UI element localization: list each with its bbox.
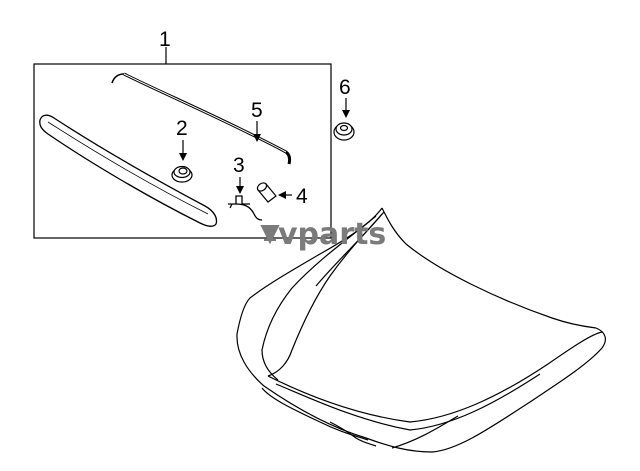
bushing-part	[256, 182, 277, 203]
watermark-text: vparts	[278, 217, 386, 252]
callout-4: 4	[296, 185, 308, 208]
assembly-group-box	[33, 63, 332, 239]
clip-part	[228, 195, 263, 221]
watermark-logo-mark	[260, 225, 280, 245]
callout-3: 3	[233, 154, 245, 177]
hood-panel	[236, 207, 606, 453]
grommet-part	[171, 165, 193, 183]
nut-part	[333, 122, 355, 141]
hood-molding-strip	[39, 114, 218, 227]
callout-1: 1	[159, 28, 171, 51]
callout-5: 5	[251, 99, 263, 122]
weatherstrip-seal	[111, 72, 292, 165]
callout-2: 2	[176, 117, 188, 140]
callout-6: 6	[339, 76, 351, 99]
watermark: vparts	[260, 217, 386, 252]
